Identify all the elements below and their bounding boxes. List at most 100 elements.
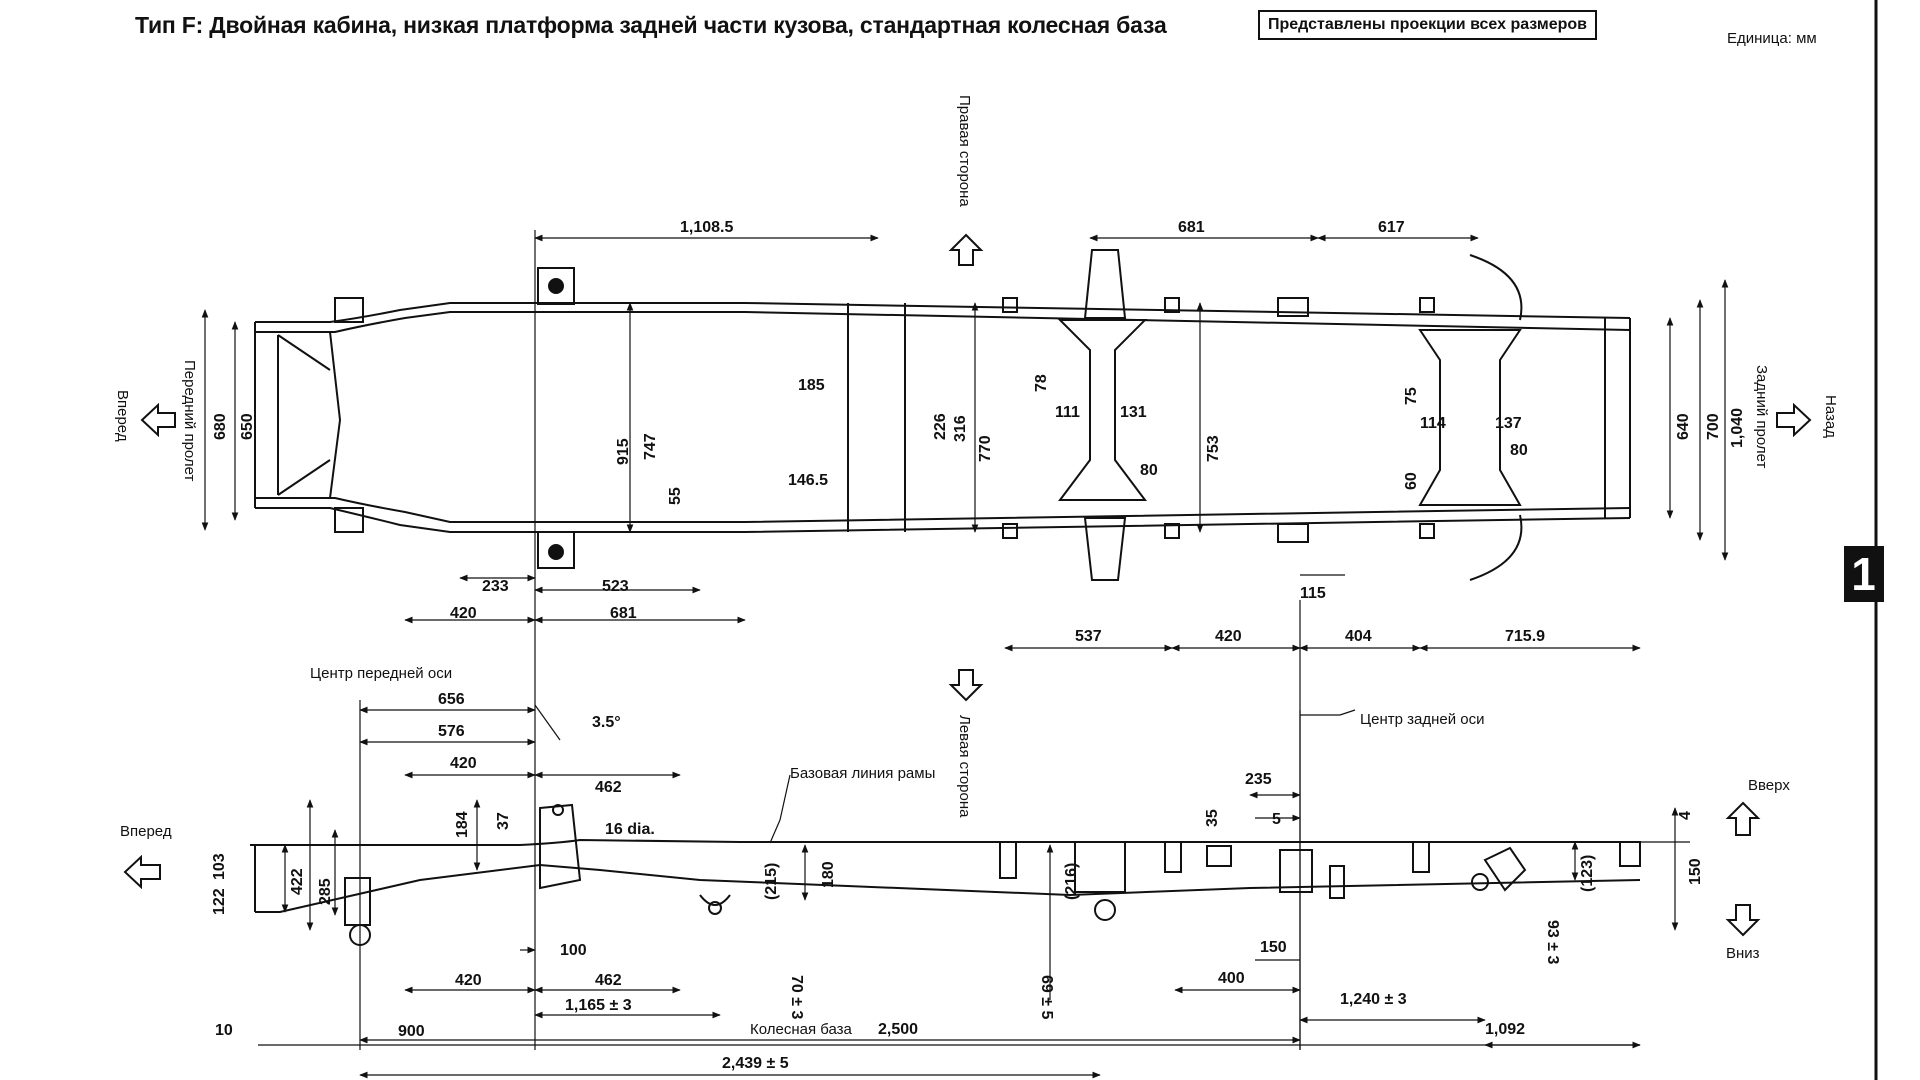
forward-label-side: Вперед [120, 823, 172, 840]
page-title: Тип F: Двойная кабина, низкая платформа … [135, 12, 1167, 38]
dim-5: 5 [1272, 811, 1281, 828]
down-arrow-icon [1725, 904, 1761, 937]
dim-111: 111 [1055, 404, 1080, 421]
hole-label: 16 dia. [605, 821, 655, 838]
front-axle-center-label: Центр передней оси [310, 665, 452, 682]
dim-115: 115 [1300, 585, 1326, 602]
dim-93: 93 ± 3 [1544, 920, 1561, 964]
dim-680: 680 [212, 413, 229, 440]
front-axle-bracket-upper [537, 267, 575, 305]
right-side-arrow-icon [948, 233, 984, 266]
front-axle-mount-upper [548, 278, 564, 294]
dim-1240: 1,240 ± 3 [1340, 991, 1407, 1008]
spring-hanger-front [1083, 249, 1127, 581]
rear-shackle [1206, 845, 1232, 867]
frame-baseline-label: Базовая линия рамы [790, 765, 935, 782]
front-axle-mount-lower [548, 544, 564, 560]
dim-316: 316 [952, 415, 969, 442]
front-overhang-label: Передний пролет [181, 360, 198, 482]
dim-114: 114 [1420, 415, 1446, 432]
front-bracket-upper [334, 297, 364, 323]
body-bracket [999, 841, 1017, 879]
left-side-arrow-icon [948, 669, 984, 702]
rail-bracket-wide [1277, 297, 1309, 317]
dim-422: 422 [289, 868, 306, 895]
dim-2439: 2,439 ± 5 [722, 1055, 789, 1072]
front-crossmember [254, 322, 342, 508]
side-dimension-texts: Центр передней оси Центр задней оси Базо… [211, 665, 1704, 1072]
dim-1092: 1,092 [1485, 1021, 1525, 1038]
mid-spring-eye [708, 901, 722, 915]
dim-617: 617 [1378, 219, 1405, 236]
forward-arrow-side-icon [123, 854, 161, 890]
rail-bracket [1002, 523, 1018, 539]
dim-523: 523 [602, 578, 629, 595]
side-view [250, 803, 1641, 946]
dim-915: 915 [615, 438, 632, 465]
dim-69: 69 ± 5 [1038, 975, 1055, 1019]
rear-crossmember [1604, 318, 1631, 518]
dim-681-top: 681 [1178, 219, 1205, 236]
front-axle-bracket-lower [537, 531, 575, 569]
dim-576: 576 [438, 723, 465, 740]
dim-235: 235 [1245, 771, 1272, 788]
body-bracket [1412, 841, 1430, 873]
dim-753: 753 [1205, 435, 1222, 462]
rear-spring-shackle [1483, 846, 1527, 892]
rail-bracket [1419, 523, 1435, 539]
dim-100: 100 [560, 942, 587, 959]
rail-bracket [1164, 523, 1180, 539]
dim-35: 35 [1204, 809, 1221, 827]
plan-upper-rail [255, 302, 1631, 323]
side-top-rail [250, 838, 1640, 912]
dim-1165: 1,165 ± 3 [565, 997, 632, 1014]
left-side-label: Левая сторона [956, 715, 973, 818]
dim-650: 650 [239, 413, 256, 440]
front-spring-hanger [344, 877, 371, 926]
wheelbase-label: Колесная база [750, 1021, 853, 1038]
side-bottom-rail [255, 863, 1641, 913]
right-side-label: Правая сторона [956, 95, 973, 207]
dim-770: 770 [977, 435, 994, 462]
spring-eye-mid [699, 894, 731, 906]
angle-label: 3.5° [592, 714, 621, 731]
projection-note-badge: Представлены проекции всех размеров [1258, 10, 1597, 40]
plan-dimension-lines [201, 230, 1729, 1050]
dim-122: 122 [211, 888, 228, 915]
dim-80-a: 80 [1140, 462, 1158, 479]
dim-640: 640 [1675, 413, 1692, 440]
rear-end-bracket [1619, 841, 1641, 867]
bump-stop [1329, 865, 1345, 899]
rear-tire-clearance [1469, 254, 1523, 581]
dim-60: 60 [1403, 472, 1420, 490]
dim-400: 400 [1218, 970, 1245, 987]
up-label: Вверх [1748, 777, 1790, 794]
plan-lower-rail [255, 507, 1631, 533]
plan-view [254, 249, 1631, 581]
dim-216: (216) [1063, 863, 1080, 900]
rail-bracket [1164, 297, 1180, 313]
spring-crossmember-rear [1418, 329, 1522, 506]
plan-upper-rail-inner [255, 311, 1631, 333]
dim-681-plan: 681 [610, 605, 637, 622]
mid-crossmember [847, 303, 906, 532]
dim-1108: 1,108.5 [680, 219, 733, 236]
rear-shackle-eye [1471, 873, 1489, 891]
dim-75: 75 [1403, 387, 1420, 405]
dim-10: 10 [215, 1022, 233, 1039]
dim-537: 537 [1075, 628, 1102, 645]
dim-1040: 1,040 [1729, 408, 1746, 448]
dim-462-bottom: 462 [595, 972, 622, 989]
dim-233: 233 [482, 578, 509, 595]
plan-lower-rail-inner [255, 497, 1631, 523]
dim-180: 180 [820, 861, 837, 888]
dim-80-b: 80 [1510, 442, 1528, 459]
down-label: Вниз [1726, 945, 1760, 962]
unit-label: Единица: мм [1727, 30, 1817, 47]
dim-420-side: 420 [450, 755, 477, 772]
dim-123: (123) [1579, 855, 1596, 892]
rear-axle-eye [1094, 899, 1116, 921]
dim-70: 70 ± 3 [788, 975, 805, 1019]
